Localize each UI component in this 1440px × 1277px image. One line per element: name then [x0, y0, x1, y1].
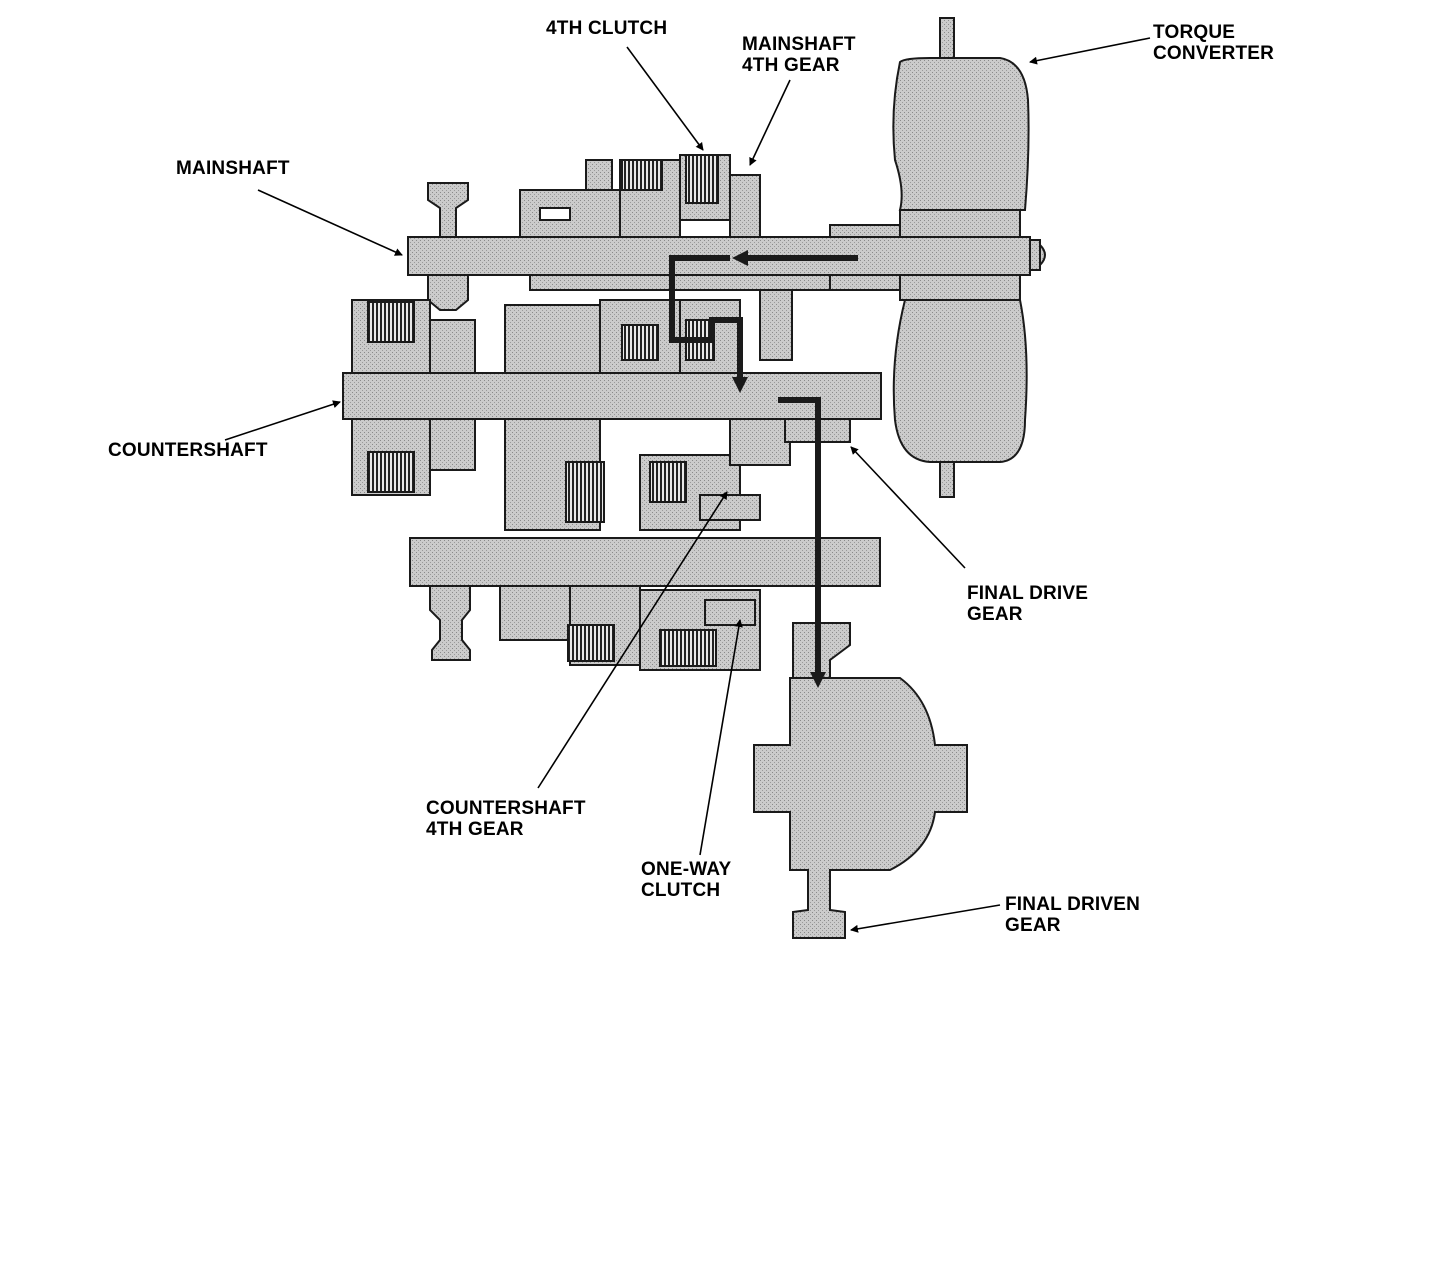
- torque-converter: [829, 17, 1046, 498]
- mainshaft-assembly: [407, 154, 1031, 361]
- label-line: MAINSHAFT: [742, 34, 856, 55]
- label-countershaft-4th-gear: COUNTERSHAFT 4TH GEAR: [426, 798, 586, 840]
- lower-shaft-assembly: [409, 494, 881, 671]
- differential-assembly: [753, 622, 968, 939]
- label-line: 4TH GEAR: [426, 819, 524, 840]
- label-line: 4TH GEAR: [742, 55, 840, 76]
- leader-lines: [224, 37, 1151, 933]
- power-flow-path: [669, 250, 858, 688]
- label-mainshaft: MAINSHAFT: [176, 158, 290, 179]
- label-line: CLUTCH: [641, 880, 721, 901]
- label-line: CONVERTER: [1153, 43, 1275, 64]
- label-mainshaft-4th-gear: MAINSHAFT 4TH GEAR: [742, 34, 856, 76]
- label-line: ONE-WAY: [641, 859, 732, 880]
- label-line: GEAR: [1005, 915, 1061, 936]
- label-final-drive-gear: FINAL DRIVE GEAR: [967, 583, 1088, 625]
- label-line: TORQUE: [1153, 22, 1236, 43]
- label-final-driven-gear: FINAL DRIVEN GEAR: [1005, 894, 1140, 936]
- label-line: FINAL DRIVEN: [1005, 894, 1141, 915]
- label-line: GEAR: [967, 604, 1023, 625]
- countershaft-assembly: [342, 299, 882, 531]
- label-line: FINAL DRIVE: [967, 583, 1089, 604]
- label-torque-converter: TORQUE CONVERTER: [1153, 22, 1274, 64]
- label-countershaft: COUNTERSHAFT: [108, 440, 268, 461]
- label-4th-clutch: 4TH CLUTCH: [546, 18, 668, 39]
- label-one-way-clutch: ONE-WAY CLUTCH: [641, 859, 731, 901]
- label-line: COUNTERSHAFT: [426, 798, 586, 819]
